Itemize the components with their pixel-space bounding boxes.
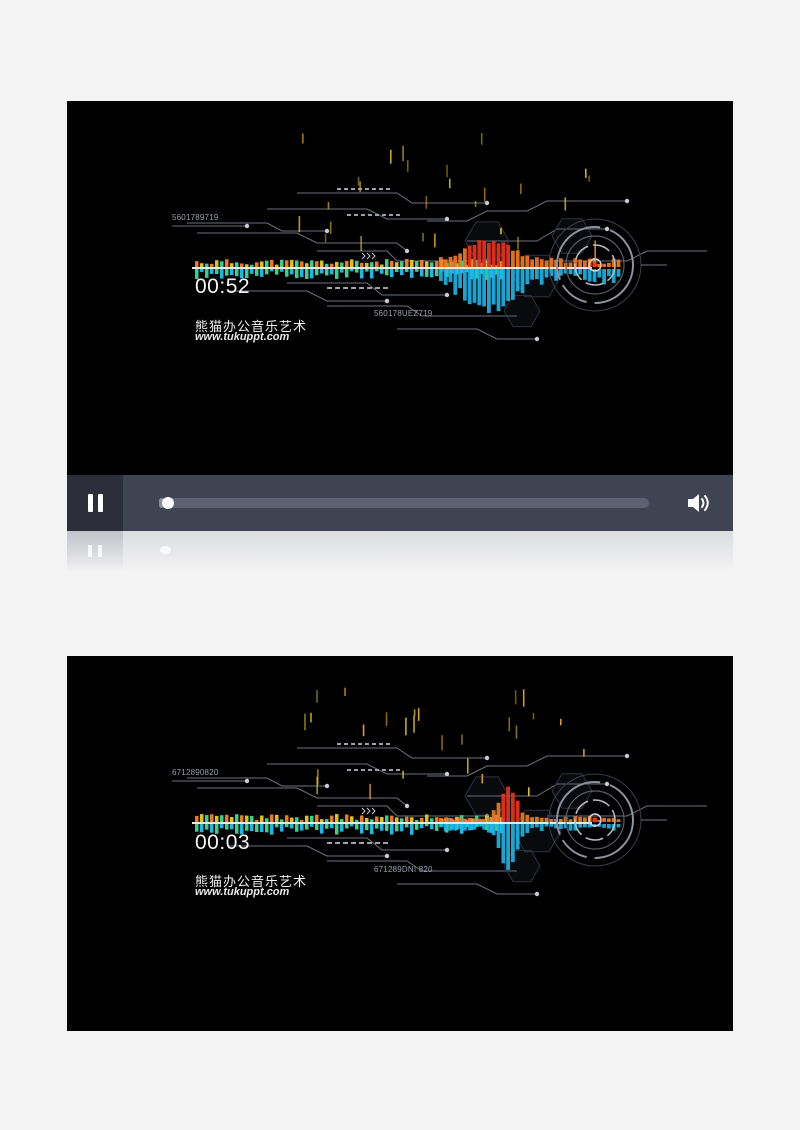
player-control-bar: [67, 475, 733, 531]
brand-url: www.tukuppt.com: [195, 886, 290, 898]
volume-icon: [688, 494, 709, 512]
progress-knob[interactable]: [161, 497, 174, 509]
audio-visualizer-2: [172, 687, 707, 897]
brand-name: 熊猫办公音乐艺术: [195, 320, 308, 335]
video-frame-2[interactable]: 6712890820 671289DNI 820 00:03 熊猫办公音乐艺术 …: [67, 656, 733, 1031]
video-frame-1[interactable]: 5601789719 560178UEZ719 00:52 熊猫办公音乐艺术 w…: [67, 101, 733, 475]
code-label-top: 6712890820: [172, 768, 219, 777]
control-bar-reflection: [67, 531, 733, 571]
pause-button[interactable]: [67, 475, 123, 531]
brand-url: www.tukuppt.com: [195, 331, 290, 343]
progress-fill: [159, 498, 164, 508]
code-label-mid: 671289DNI 820: [374, 865, 433, 874]
timer-readout: 00:52: [195, 275, 251, 298]
brand-name: 熊猫办公音乐艺术: [195, 875, 308, 890]
volume-button[interactable]: [685, 489, 713, 517]
code-label-mid: 560178UEZ719: [374, 309, 433, 318]
audio-visualizer-1: [172, 132, 707, 342]
code-label-top: 5601789719: [172, 213, 219, 222]
progress-track[interactable]: [159, 497, 649, 509]
timer-readout: 00:03: [195, 831, 251, 854]
